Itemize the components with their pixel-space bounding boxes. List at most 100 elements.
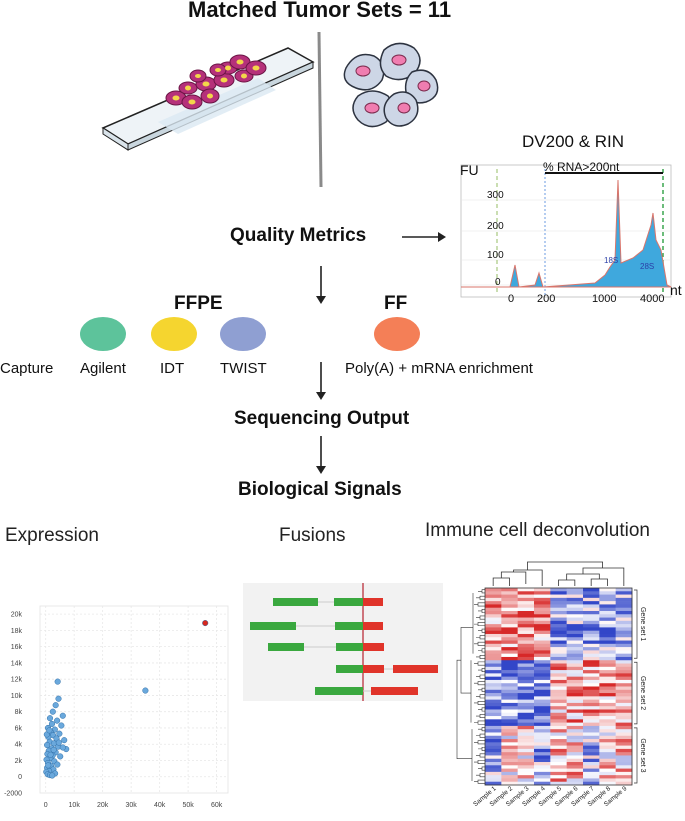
- heatmap-cell: [583, 640, 600, 645]
- heatmap-cell: [534, 765, 551, 769]
- fusions-panel: [243, 583, 443, 701]
- heatmap-cell: [517, 739, 535, 743]
- heatmap-cell: [534, 719, 551, 723]
- heatmap-cell: [599, 732, 616, 737]
- heatmap-cell: [550, 771, 567, 776]
- heatmap-cell: [501, 693, 518, 697]
- heatmap-cell: [534, 637, 551, 641]
- arrow-down-icon: [316, 266, 326, 304]
- heatmap-cell: [566, 748, 584, 753]
- heatmap-cell: [485, 689, 502, 694]
- heatmap-cell: [501, 748, 518, 753]
- heatmap-cell: [550, 597, 567, 602]
- heatmap-cell: [534, 633, 551, 638]
- heatmap-cell: [566, 663, 584, 668]
- arrow-down-icon: [316, 362, 326, 400]
- heatmap-cell: [534, 742, 551, 746]
- heatmap-cell: [550, 607, 567, 612]
- heatmap-cell: [485, 594, 502, 599]
- capture-label: Capture: [0, 360, 54, 377]
- heatmap-cell: [599, 627, 616, 631]
- heatmap-cell: [534, 781, 551, 786]
- heatmap-cell: [485, 706, 502, 710]
- heatmap-cell: [501, 676, 518, 681]
- heatmap-cell: [615, 594, 633, 599]
- heatmap-cell: [550, 673, 567, 677]
- heatmap-cell: [517, 637, 535, 641]
- heatmap-cell: [566, 647, 584, 651]
- x-tick-label: 0: [44, 802, 48, 809]
- y-tick-label: 0: [18, 774, 22, 781]
- heatmap-cell: [550, 630, 567, 635]
- gene-set-bracket: [634, 589, 638, 659]
- heatmap-cell: [615, 768, 633, 773]
- heatmap-cell: [583, 663, 600, 668]
- heatmap-cell: [517, 702, 535, 707]
- heatmap-cell: [534, 670, 551, 674]
- heatmap-cell: [501, 739, 518, 743]
- heatmap-cell: [501, 689, 518, 694]
- heatmap-cell: [599, 663, 616, 668]
- heatmap-cell: [566, 693, 584, 697]
- heatmap-cell: [566, 597, 584, 602]
- heatmap-cell: [550, 706, 567, 710]
- heatmap-cell: [583, 617, 600, 622]
- heatmap-cell: [583, 633, 600, 638]
- heatmap-cell: [534, 771, 551, 776]
- heatmap-cell: [534, 748, 551, 753]
- heatmap-cell: [599, 607, 616, 612]
- heatmap-cell: [501, 666, 518, 671]
- heatmap-cell: [599, 781, 616, 786]
- heatmap-cell: [534, 643, 551, 648]
- heatmap-cell: [534, 588, 551, 592]
- heatmap-cell: [485, 620, 502, 625]
- heatmap-cell: [566, 614, 584, 618]
- heatmap-cell: [485, 729, 502, 733]
- heatmap-cell: [550, 617, 567, 622]
- heatmap-cell: [583, 735, 600, 740]
- scatter-point: [49, 708, 56, 715]
- heatmap-cell: [550, 686, 567, 691]
- y-tick-label: 6k: [15, 725, 23, 732]
- heatmap-cell: [501, 660, 518, 664]
- heatmap-cell: [485, 627, 502, 631]
- heatmap-cell: [566, 624, 584, 628]
- heatmap-cell: [534, 683, 551, 687]
- heatmap-cell: [550, 716, 567, 720]
- heatmap-cell: [599, 617, 616, 622]
- heatmap-cell: [501, 656, 518, 661]
- peak-label-28s: 28S: [640, 262, 655, 271]
- heatmap-cell: [485, 650, 502, 654]
- heatmap-cell: [485, 702, 502, 707]
- heatmap-cell: [615, 729, 633, 733]
- heatmap-cell: [485, 614, 502, 618]
- heatmap-cell: [534, 686, 551, 691]
- heatmap-cell: [566, 706, 584, 710]
- heatmap-cell: [566, 620, 584, 625]
- heatmap-cell: [517, 666, 535, 671]
- twist-label: TWIST: [220, 360, 267, 377]
- heatmap-cell: [599, 597, 616, 602]
- heatmap-cell: [615, 775, 633, 779]
- y-tick-label: 10k: [11, 693, 23, 700]
- dv200-x-tick: 200: [537, 293, 556, 305]
- heatmap-cell: [501, 650, 518, 654]
- heatmap-cell: [550, 762, 567, 766]
- heatmap-cell: [550, 604, 567, 608]
- heatmap-cell: [501, 722, 518, 727]
- heatmap-cell: [615, 716, 633, 720]
- heatmap-cell: [501, 610, 518, 615]
- heatmap-cell: [550, 752, 567, 756]
- heatmap-cell: [501, 673, 518, 677]
- heatmap-cell: [566, 716, 584, 720]
- heatmap-cell: [485, 617, 502, 622]
- heatmap-cell: [501, 758, 518, 763]
- heatmap-cell: [501, 627, 518, 631]
- heatmap-cell: [485, 696, 502, 700]
- heatmap-cell: [534, 640, 551, 645]
- heatmap-cell: [583, 775, 600, 779]
- heatmap-cell: [517, 686, 535, 691]
- heatmap-cell: [534, 679, 551, 684]
- scatter-point: [54, 678, 61, 685]
- heatmap-cell: [566, 679, 584, 684]
